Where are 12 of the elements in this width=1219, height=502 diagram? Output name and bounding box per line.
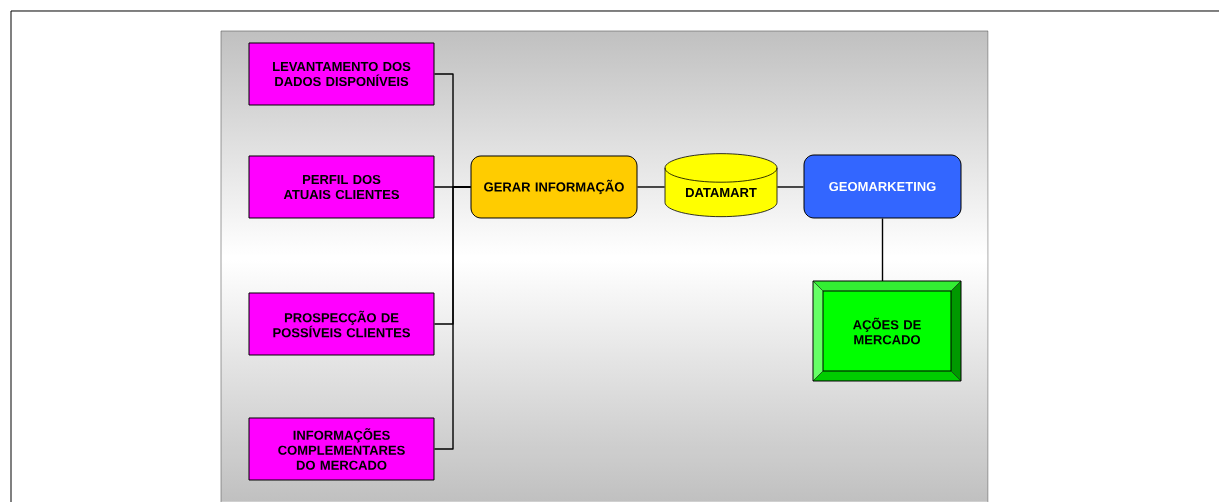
bevel-box: AÇÕES DE MERCADO — [812, 280, 962, 382]
connector-line — [636, 186, 666, 188]
database-cylinder: DATAMART — [664, 153, 778, 218]
process-box: PROSPECÇÃO DE POSSÍVEIS CLIENTES — [248, 292, 435, 356]
connector-line — [881, 217, 884, 282]
process-box: LEVANTAMENTO DOS DADOS DISPONÍVEIS — [248, 42, 435, 106]
connector-line — [776, 186, 805, 188]
process-box: GERAR INFORMAÇÃO — [470, 155, 638, 219]
process-box: GEOMARKETING — [803, 154, 962, 219]
process-box: INFORMAÇÕES COMPLEMENTARES DO MERCADO — [248, 417, 435, 481]
process-box: PERFIL DOS ATUAIS CLIENTES — [248, 155, 435, 219]
connector-line — [433, 186, 472, 450]
